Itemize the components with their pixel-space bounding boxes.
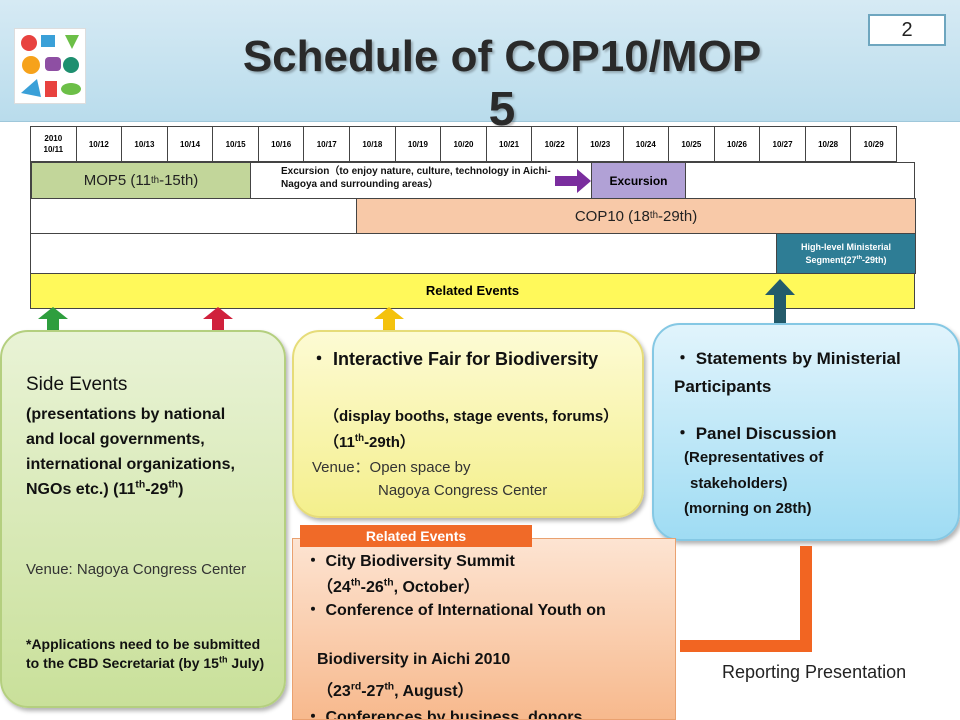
ministerial-statements: ・ Statements by Ministerial Participants <box>674 349 901 396</box>
date-cell: 10/20 <box>440 126 487 162</box>
date-cell: 10/29 <box>850 126 897 162</box>
cop10-logo <box>14 28 86 104</box>
related-line6: ・ Conferences by business, donors, <box>305 709 587 720</box>
reporting-line-horizontal <box>680 640 812 652</box>
date-cell: 10/15 <box>212 126 259 162</box>
related-line1: ・ City Biodiversity Summit <box>305 553 515 570</box>
fair-venue-line1: Venue：Open space by <box>312 459 471 476</box>
side-events-venue: Venue: Nagoya Congress Center <box>26 561 247 578</box>
arrow-up-yellow-icon <box>374 307 404 331</box>
arrow-up-green-icon <box>38 307 68 331</box>
related-events-tag: Related Events <box>300 525 532 547</box>
date-cell: 10/16 <box>257 126 305 162</box>
side-events-title: Side Events <box>26 374 128 395</box>
interactive-fair-box: ・ Interactive Fair for Biodiversity （dis… <box>292 330 644 518</box>
date-cell: 10/19 <box>394 126 442 162</box>
date-cell: 10/27 <box>759 126 806 162</box>
related-line4: Biodiversity in Aichi 2010 <box>317 651 511 668</box>
date-cell: 10/24 <box>622 126 670 162</box>
date-cell: 10/17 <box>303 126 351 162</box>
fair-venue-line2: Nagoya Congress Center <box>378 482 548 499</box>
date-cell: 10/25 <box>668 126 715 162</box>
header-band <box>0 0 960 122</box>
related-events-box: ・ City Biodiversity Summit （24th-26th, O… <box>292 538 676 720</box>
related-line3: ・ Conference of International Youth on <box>305 602 606 619</box>
date-cell: 10/21 <box>485 126 533 162</box>
fair-detail: （display booths, stage events, forums）（1… <box>324 408 619 451</box>
panel-discussion: ・ Panel Discussion <box>674 424 837 443</box>
date-cell: 10/26 <box>713 126 761 162</box>
arrow-up-red-icon <box>203 307 233 331</box>
reporting-presentation-label: Reporting Presentation <box>722 662 907 682</box>
page-title: Schedule of COP10/MOP 5 <box>242 32 762 136</box>
date-cell: 10/23 <box>576 126 624 162</box>
side-events-box: Side Events (presentations by national a… <box>0 330 286 708</box>
panel-sub1: (Representatives of <box>684 449 824 466</box>
panel-sub2: stakeholders) <box>690 475 788 492</box>
panel-sub3: (morning on 28th) <box>684 500 812 517</box>
related-events-row: Related Events <box>30 273 915 309</box>
date-cell: 10/22 <box>531 126 578 162</box>
excursion-description: Excursion（to enjoy nature, culture, tech… <box>281 166 551 190</box>
excursion-arrow-icon <box>555 169 591 193</box>
page-number: 2 <box>868 14 946 46</box>
reporting-line-vertical <box>800 546 812 652</box>
excursion-cell: Excursion <box>591 162 686 199</box>
ministerial-box: ・ Statements by Ministerial Participants… <box>652 323 960 541</box>
fair-title: ・ Interactive Fair for Biodiversity <box>310 349 599 369</box>
related-line5: （23rd-27th, August） <box>317 681 474 700</box>
side-events-body: (presentations by national and local gov… <box>26 406 235 498</box>
date-cell: 10/12 <box>75 126 123 162</box>
side-events-note: *Applications need to be submitted to th… <box>26 636 265 671</box>
date-cell: 2010 10/11 <box>30 126 77 162</box>
date-cell: 10/18 <box>349 126 396 162</box>
date-cell: 10/13 <box>121 126 168 162</box>
arrow-up-teal-icon <box>765 279 795 325</box>
date-cell: 10/14 <box>166 126 214 162</box>
related-line2: （24th-26th, October） <box>317 577 480 596</box>
date-cell: 10/28 <box>804 126 852 162</box>
